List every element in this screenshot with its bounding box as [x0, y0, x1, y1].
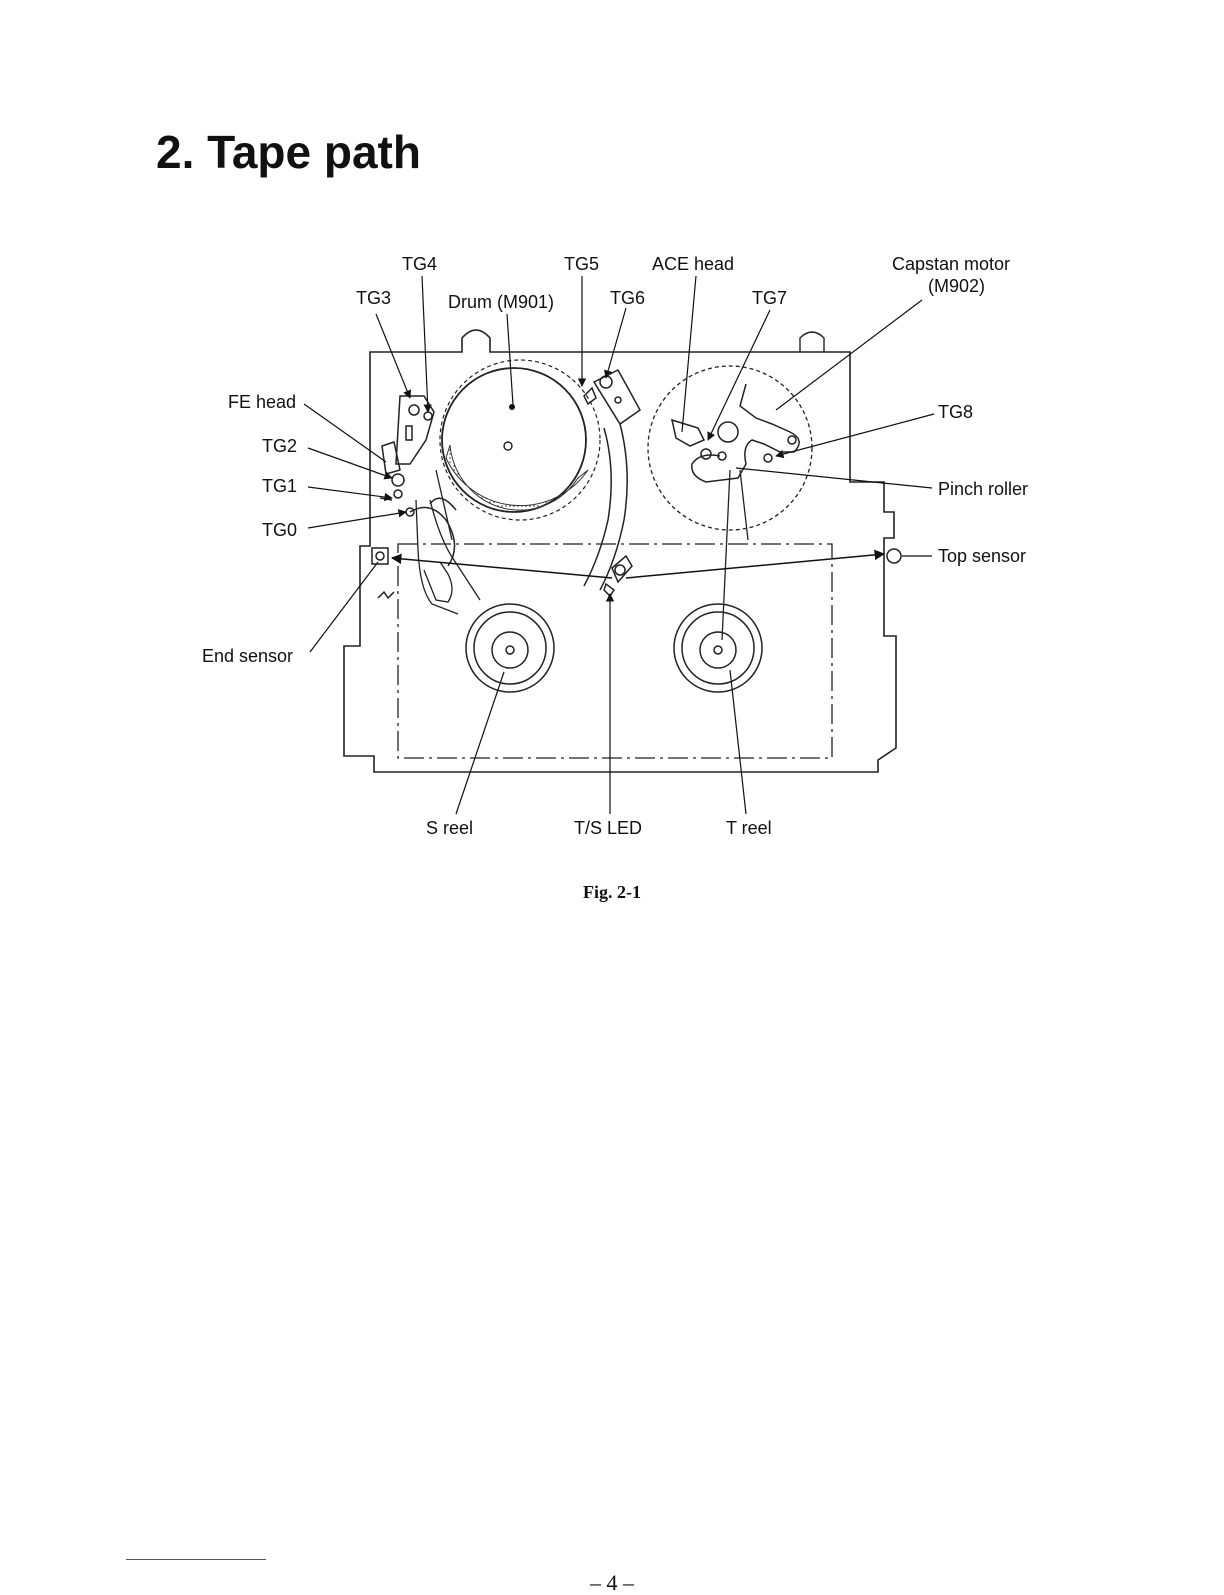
label-ts-led: T/S LED [574, 818, 642, 838]
page-number: – 4 – [0, 1572, 1224, 1594]
drum-assembly [440, 360, 600, 520]
chassis-notch [800, 332, 824, 352]
leader-end-sensor [310, 562, 378, 652]
label-t-reel: T reel [726, 818, 772, 838]
label-s-reel: S reel [426, 818, 473, 838]
t-reel [674, 604, 762, 692]
capstan-motor-outline [648, 366, 812, 530]
leader-capstan-motor [776, 300, 922, 410]
label-drum: Drum (M901) [448, 292, 554, 312]
label-tg5: TG5 [564, 254, 599, 274]
label-capstan-motor-id: (M902) [928, 276, 985, 296]
label-tg3: TG3 [356, 288, 391, 308]
tape-path-lines [416, 470, 748, 640]
beam-to-end-sensor [392, 558, 612, 578]
leader-t-reel [730, 670, 746, 814]
label-ace-head: ACE head [652, 254, 734, 274]
label-top-sensor: Top sensor [938, 546, 1026, 566]
label-tg2: TG2 [262, 436, 297, 456]
ts-led [604, 556, 632, 596]
leader-tg1 [308, 487, 392, 498]
leader-tg2 [308, 448, 392, 478]
leader-pinch-roller [736, 468, 932, 488]
top-sensor [887, 549, 901, 563]
leader-drum [507, 314, 513, 405]
label-tg7: TG7 [752, 288, 787, 308]
leader-tg6 [606, 308, 626, 378]
leader-tg4 [422, 276, 428, 412]
label-tg0: TG0 [262, 520, 297, 540]
pinch-roller-arm [672, 384, 799, 482]
label-tg8: TG8 [938, 402, 973, 422]
s-reel [466, 604, 554, 692]
label-end-sensor: End sensor [202, 646, 293, 666]
label-capstan-motor: Capstan motor [892, 254, 1010, 274]
footer-rule [126, 1559, 266, 1560]
leader-fe-head [304, 404, 386, 462]
tg5-tg6-assembly [584, 370, 640, 590]
leader-tg3 [376, 314, 410, 398]
leader-tg0 [308, 512, 406, 528]
label-pinch-roller: Pinch roller [938, 479, 1028, 499]
figure-caption: Fig. 2-1 [0, 882, 1224, 903]
label-tg1: TG1 [262, 476, 297, 496]
leader-ace-head [682, 276, 696, 432]
leader-s-reel [456, 672, 504, 814]
end-sensor [372, 548, 394, 598]
label-tg4: TG4 [402, 254, 437, 274]
leader-tg8 [776, 414, 934, 456]
label-fe-head: FE head [228, 392, 296, 412]
label-tg6: TG6 [610, 288, 645, 308]
beam-to-top-sensor [626, 554, 884, 578]
